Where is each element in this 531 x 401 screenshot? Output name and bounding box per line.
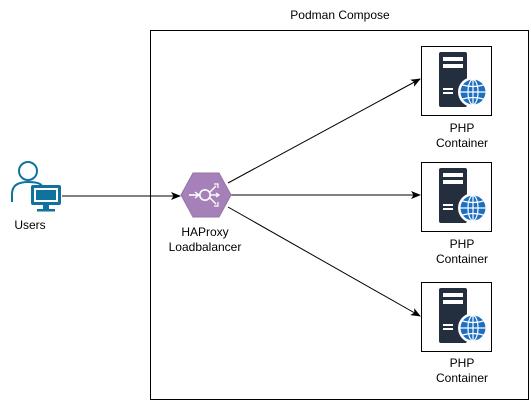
php-container-label-3: PHP Container: [420, 356, 504, 386]
php-label-line2: Container: [435, 136, 489, 150]
edge-haproxy-to-php-1: [227, 78, 421, 184]
php-label-line2: Container: [435, 371, 489, 385]
php-label-line2: Container: [435, 252, 489, 266]
php-container-label-1: PHP Container: [420, 121, 504, 151]
edge-haproxy-to-php-3: [227, 206, 421, 317]
haproxy-label: HAProxy Loadbalancer: [150, 225, 260, 255]
load-balancer-icon: [180, 172, 232, 218]
user-workstation-icon: [11, 161, 61, 212]
users-label: Users: [14, 218, 46, 232]
php-label-line1: PHP: [449, 237, 475, 251]
diagram-title: Podman Compose: [290, 8, 390, 22]
haproxy-label-line1: HAProxy: [181, 225, 229, 239]
web-server-icon: [421, 282, 492, 352]
haproxy-label-line2: Loadbalancer: [168, 240, 242, 254]
web-server-icon: [421, 162, 492, 232]
php-label-line1: PHP: [449, 121, 475, 135]
php-label-line1: PHP: [449, 356, 475, 370]
web-server-icon: [421, 46, 492, 116]
php-container-label-2: PHP Container: [420, 237, 504, 267]
